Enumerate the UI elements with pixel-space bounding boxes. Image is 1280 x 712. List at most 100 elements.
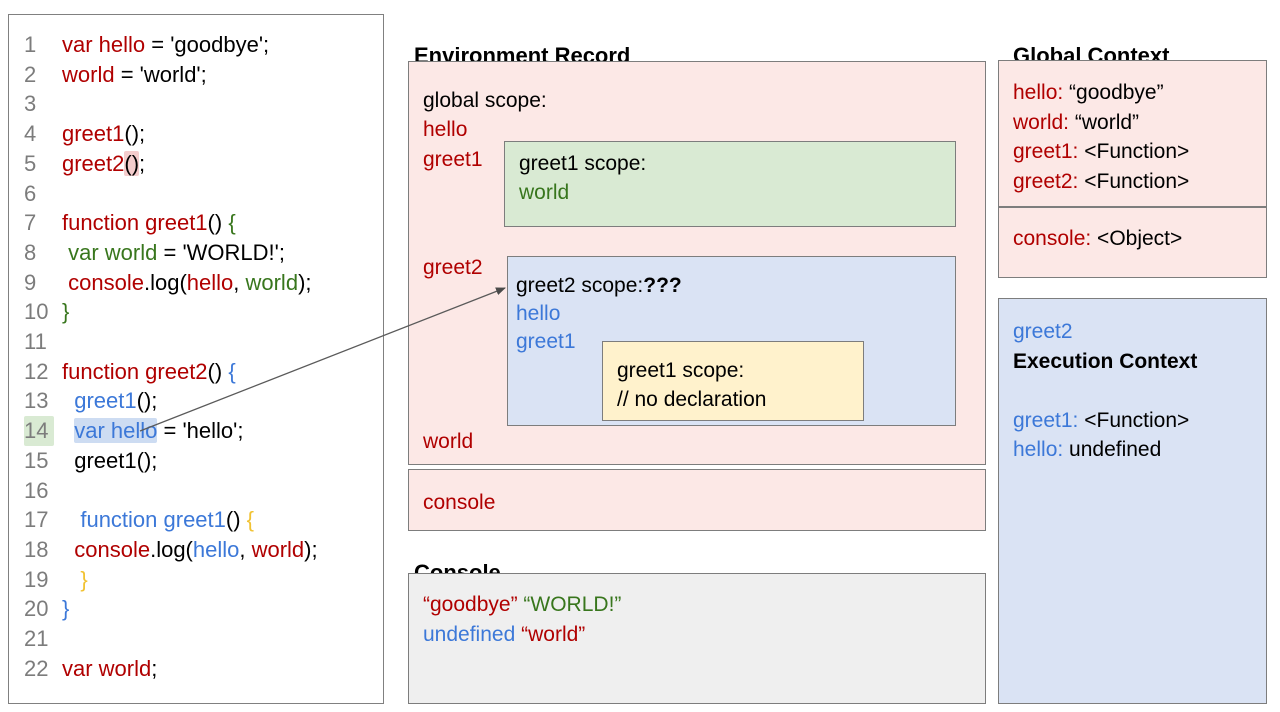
code-line: 18 console.log(hello, world); [24,535,383,565]
execution-context-box: greet2 Execution Context greet1: <Functi… [998,298,1267,704]
line-number: 21 [24,626,49,652]
code-text: var world = 'WORLD!'; [68,239,285,265]
line-number: 2 [24,61,37,87]
code-text [62,89,68,119]
code-line: 20} [24,594,383,624]
code-text: function greet2() { [62,358,236,384]
code-text: greet1(); [62,121,146,147]
code-text: function greet1() { [62,210,236,236]
text-line: undefined “world” [423,622,586,646]
greet1-scope-box: greet1 scope: world [504,141,956,227]
code-text: greet1(); [74,447,158,473]
code-text [62,327,68,357]
line-number: 1 [24,32,37,57]
code-text: } [62,299,70,325]
console-binding-label: console [423,491,496,514]
code-text: } [62,596,70,622]
line-number: 15 [24,447,49,473]
greet2-scope-label: greet2 scope:??? [516,272,947,300]
code-text: console.log(hello, world); [68,269,312,295]
text-line: world: “world” [1013,110,1140,134]
text-line: “goodbye” “WORLD!” [423,593,622,616]
global-scope-box: global scope: hello greet1 greet1 scope:… [408,61,986,465]
line-number: 9 [24,269,37,295]
code-line: 10} [24,297,383,327]
code-line: 13 greet1(); [24,386,383,416]
line-number: 19 [24,566,49,592]
greet2-scope-label-text: greet2 scope: [516,274,644,297]
code-line: 7 function greet1() { [24,208,383,238]
execution-context-entries: greet1: <Function>hello: undefined [1013,406,1252,465]
execution-context-fn-name: greet2 [1013,320,1073,343]
global-var-greet2: greet2 [423,256,483,279]
greet1-scope-var-world: world [519,180,570,204]
code-line: 5 greet2(); [24,149,383,179]
code-line: 19 } [24,565,383,595]
line-number: 10 [24,299,49,325]
line-number: 16 [24,477,49,503]
text-line: console: <Object> [1013,227,1183,250]
code-text [62,624,68,654]
line-number: 8 [24,239,37,265]
code-line: 12 function greet2() { [24,357,383,387]
global-context-vars-box: hello: “goodbye” world: “world” greet1: <F… [998,60,1267,207]
code-line: 9 console.log(hello, world); [24,268,383,298]
global-var-greet1: greet1 [423,148,483,171]
code-line: 21 [24,624,383,654]
code-text: } [80,566,88,592]
inner-greet1-scope-label: greet1 scope: [617,359,745,382]
line-number: 4 [24,121,37,147]
inner-greet1-scope-box: greet1 scope: // no declaration [602,341,864,421]
code-text: world = 'world'; [62,61,207,87]
line-number: 17 [24,507,49,533]
line-number: 13 [24,388,49,414]
code-line: 4 greet1(); [24,119,383,149]
global-context-builtins-box: console: <Object> [998,207,1267,278]
code-text: var hello = 'hello'; [74,418,244,444]
line-number: 6 [24,180,37,206]
greet2-scope-var-greet1: greet1 [516,330,576,353]
code-text: var world; [62,655,158,681]
code-line: 11 [24,327,383,357]
code-line: 3 [24,89,383,119]
greet2-scope-question: ??? [643,274,682,297]
code-line: 6 [24,179,383,209]
text-line: hello: “goodbye” [1013,81,1164,104]
line-number: 20 [24,596,49,622]
code-text [62,476,68,506]
greet2-scope-box: greet2 scope:??? hello greet1 greet1 sco… [507,256,956,426]
execution-context-title: Execution Context [1013,349,1198,373]
spacer [1013,376,1252,406]
code-text: function greet1() { [80,507,255,533]
code-line: 22 var world; [24,654,383,684]
line-number: 18 [24,536,49,562]
code-line: 14 var hello = 'hello'; [24,416,383,446]
line-number: 7 [24,210,37,236]
code-line: 15 greet1(); [24,446,383,476]
console-output-lines: “goodbye” “WORLD!” undefined “world” [423,590,971,649]
code-text: greet1(); [74,388,158,414]
line-number: 22 [24,655,49,681]
line-number: 12 [24,358,49,384]
console-output-box: “goodbye” “WORLD!” undefined “world” [408,573,986,704]
line-number: 5 [24,150,37,176]
text-line: greet1: <Function> [1013,140,1190,163]
line-number: 14 [24,416,54,446]
text-line: greet2: <Function> [1013,169,1190,193]
inner-greet1-scope-comment: // no declaration [617,388,767,411]
code-text: greet2(); [62,150,146,176]
global-context-builtins: console: <Object> [1013,224,1252,254]
greet2-scope-var-hello: hello [516,302,561,325]
greet1-scope-label: greet1 scope: [519,152,647,175]
line-number: 11 [24,329,47,355]
global-scope-label: global scope: [423,89,547,112]
code-text [62,179,68,209]
code-text: console.log(hello, world); [74,536,318,562]
text-line: greet1: <Function> [1013,408,1190,432]
code-line: 17 function greet1() { [24,505,383,535]
code-line: 2 world = 'world'; [24,60,383,90]
